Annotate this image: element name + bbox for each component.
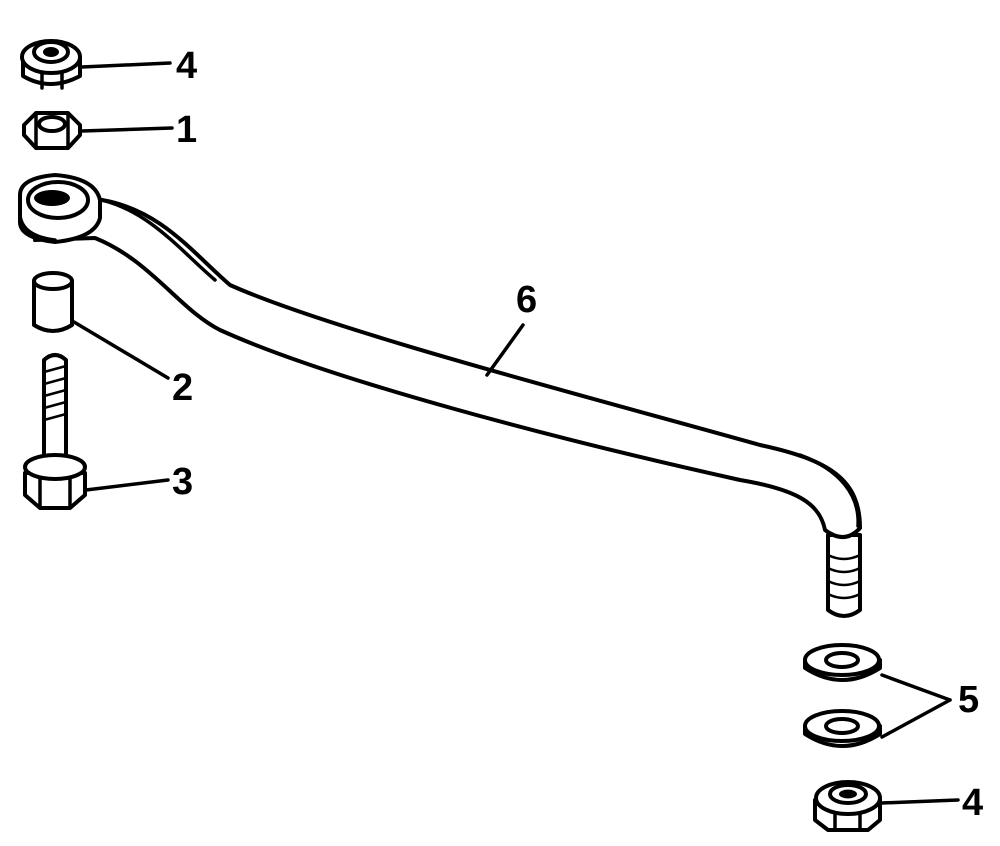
lock-nut-top bbox=[20, 39, 82, 90]
callout-2: 2 bbox=[172, 367, 193, 409]
spacer-sleeve bbox=[32, 271, 74, 333]
leader-5a bbox=[880, 673, 952, 702]
callout-3: 3 bbox=[172, 461, 193, 503]
callout-5: 5 bbox=[958, 679, 979, 721]
leader-5b bbox=[880, 698, 952, 739]
callout-4-top: 4 bbox=[176, 45, 197, 87]
callout-4-bottom: 4 bbox=[962, 782, 983, 824]
leader-1 bbox=[80, 126, 174, 133]
callout-1: 1 bbox=[176, 109, 197, 151]
leader-4-top bbox=[80, 61, 172, 69]
link-rod bbox=[18, 173, 862, 618]
lock-nut-bottom bbox=[813, 780, 882, 832]
hex-bolt bbox=[23, 353, 87, 510]
leader-lines bbox=[72, 61, 960, 805]
leader-4-bottom bbox=[880, 798, 960, 805]
leader-3 bbox=[84, 478, 170, 492]
flat-washers bbox=[803, 643, 882, 748]
hex-nut-thin bbox=[22, 111, 82, 150]
callout-6: 6 bbox=[516, 279, 537, 321]
leader-2 bbox=[72, 320, 170, 380]
leader-6 bbox=[485, 323, 525, 377]
